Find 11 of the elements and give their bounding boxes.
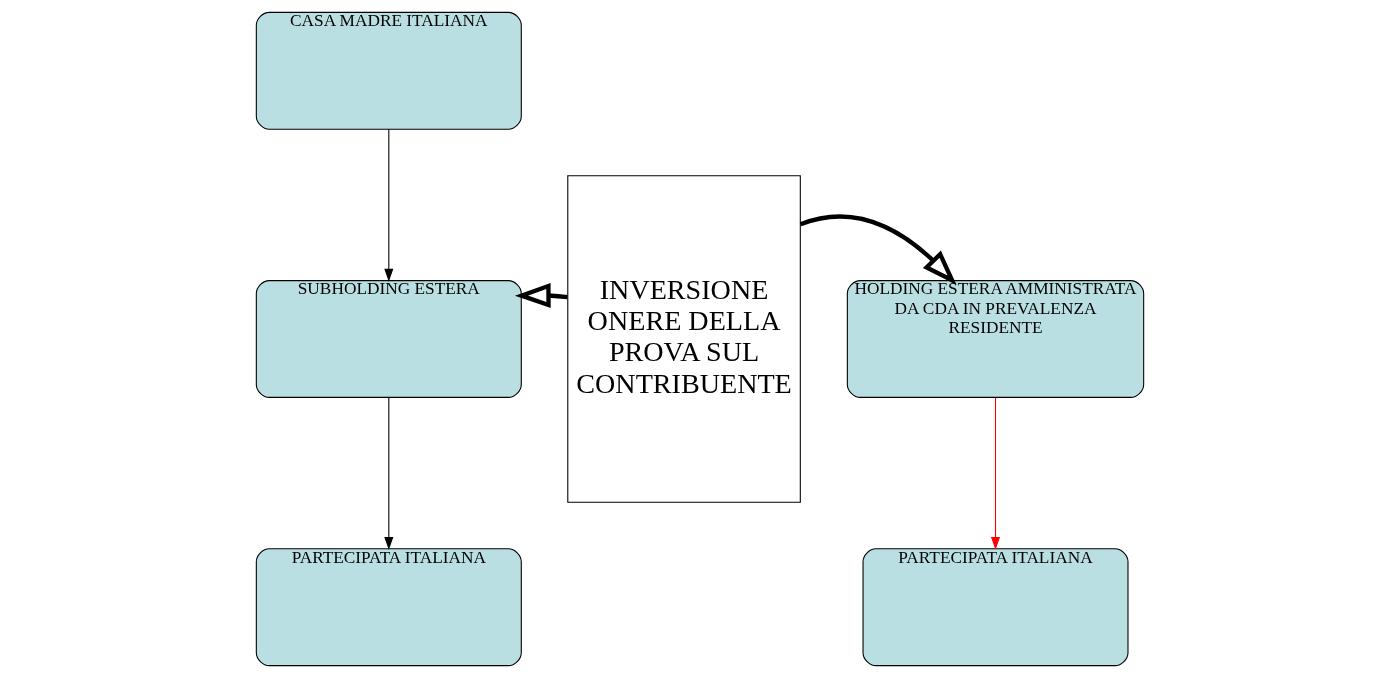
- arrow: [799, 214, 957, 285]
- arrow: [990, 396, 1001, 550]
- node-box: HOLDING ESTERA AMMINISTRATA DA CDA IN PREVALENZA RESIDENTE: [846, 280, 1145, 398]
- node-box: PARTECIPATA ITALIANA: [255, 548, 522, 667]
- arrow: [384, 396, 394, 550]
- node-box: CASA MADRE ITALIANA: [255, 11, 522, 130]
- arrow: [384, 128, 394, 282]
- arrow: [514, 283, 568, 308]
- node-box: INVERSIONE ONERE DELLA PROVA SUL CONTRIBUENTE: [567, 175, 801, 503]
- node-box: SUBHOLDING ESTERA: [255, 280, 522, 398]
- node-box: PARTECIPATA ITALIANA: [862, 548, 1129, 667]
